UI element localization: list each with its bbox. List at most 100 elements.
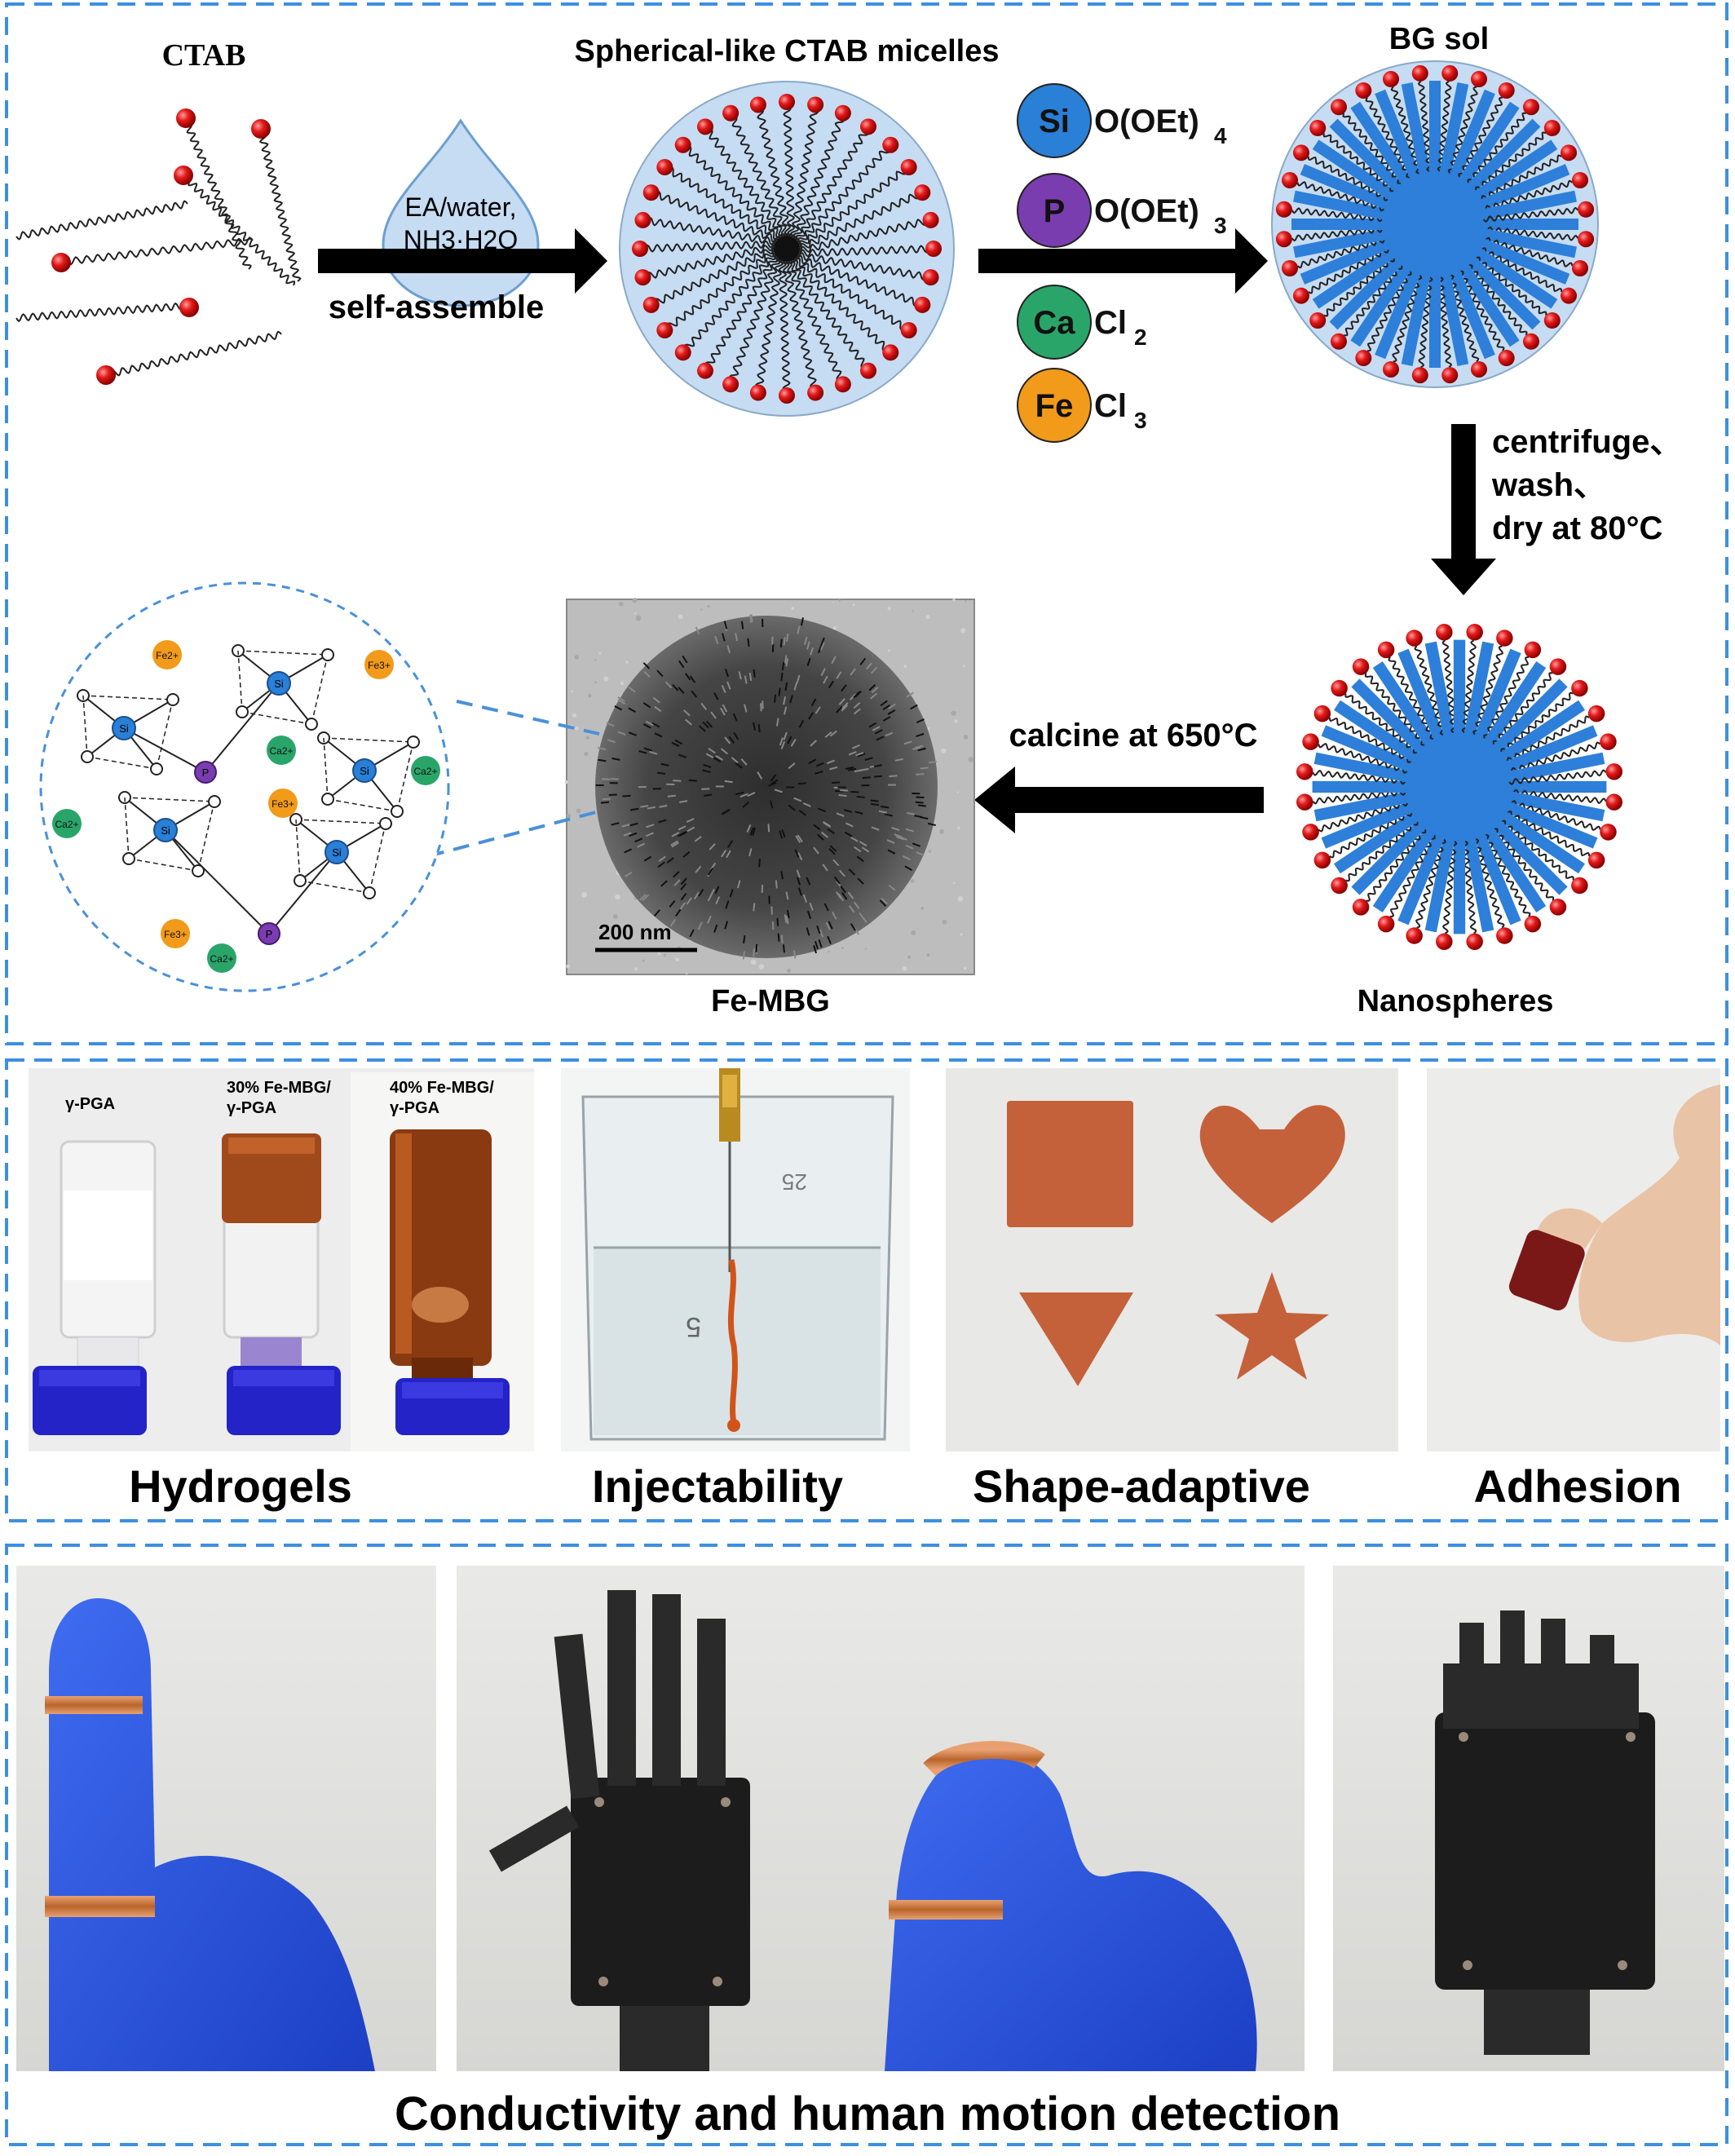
ctab-micelle (620, 82, 954, 416)
micelle-head (882, 137, 898, 153)
micelle-head (675, 137, 691, 153)
ctab-head (176, 108, 196, 128)
arrow-down (1431, 424, 1496, 595)
vial-label-40-l1: 40% Fe-MBG/ (390, 1079, 494, 1097)
micelle-head (697, 363, 713, 379)
micelle-head (835, 376, 851, 392)
micelle-head (807, 385, 823, 401)
injectability-photo: 5 25 (561, 1068, 910, 1451)
ctab-molecules (16, 108, 300, 385)
micelle-head (675, 344, 691, 360)
micelle-head (901, 322, 917, 338)
svg-text:Si: Si (360, 765, 369, 777)
femb-label: Fe-MBG (711, 984, 830, 1018)
vial-label-pga: γ-PGA (65, 1095, 115, 1113)
micelle-head (722, 105, 739, 121)
vial-label-30-l1: 30% Fe-MBG/ (227, 1079, 331, 1097)
vial-label-30-l2: γ-PGA (227, 1099, 276, 1117)
micelle-head (750, 385, 766, 401)
micelle-head (882, 344, 898, 360)
svg-text:P: P (266, 928, 273, 940)
micelle-head (923, 269, 939, 285)
micelle-head (697, 118, 713, 135)
caption-shape-adaptive: Shape-adaptive (973, 1460, 1310, 1512)
calcine-label: calcine at 650°C (1009, 718, 1257, 753)
micelle-head (835, 105, 851, 121)
micelle-head (634, 269, 651, 285)
solvent-drop: EA/water, NH3·H2O (383, 121, 538, 306)
caption-conductivity: Conductivity and human motion detection (395, 2088, 1340, 2141)
reagent-ca: Ca Cl 2 (1018, 285, 1147, 359)
vial-label-40-l2: γ-PGA (390, 1099, 439, 1117)
ctab-head (251, 119, 271, 139)
svg-text:P: P (202, 767, 210, 779)
micelle-head (632, 241, 648, 257)
svg-text:O(OEt): O(OEt) (1094, 193, 1199, 229)
ctab-head (179, 298, 199, 317)
self-assemble-label: self-assemble (329, 289, 545, 325)
caption-hydrogels: Hydrogels (129, 1460, 352, 1512)
ctab-label: CTAB (162, 38, 246, 73)
arrow-precursors (978, 228, 1268, 294)
svg-text:Fe2+: Fe2+ (156, 650, 179, 661)
micelle-head (860, 363, 876, 379)
svg-text:Fe: Fe (1035, 388, 1074, 424)
svg-text:Si: Si (1039, 104, 1070, 139)
robot-hand-open-photo (457, 1566, 876, 2071)
svg-text:O(OEt): O(OEt) (1094, 104, 1199, 139)
svg-text:Fe3+: Fe3+ (368, 660, 391, 671)
svg-text:2: 2 (1134, 325, 1147, 350)
svg-text:Cl: Cl (1094, 305, 1127, 341)
micelle-head (656, 322, 673, 338)
adhesion-photo (1427, 1068, 1720, 1451)
svg-text:Ca2+: Ca2+ (55, 819, 78, 830)
micelle-label: Spherical-like CTAB micelles (575, 34, 1000, 68)
micelle-head (807, 96, 823, 113)
svg-text:Fe3+: Fe3+ (164, 929, 187, 940)
svg-text:Si: Si (274, 678, 284, 690)
drop-text-1: EA/water, (405, 192, 517, 222)
process-line-3: dry at 80°C (1492, 510, 1662, 546)
micelle-head (722, 376, 739, 392)
svg-text:25: 25 (782, 1169, 807, 1195)
process-line-1: centrifuge、 (1492, 424, 1682, 460)
micelle-head (779, 387, 795, 404)
micelle-head (643, 297, 660, 313)
svg-text:Ca2+: Ca2+ (210, 953, 233, 965)
ctab-tail (183, 175, 294, 285)
ctab-head (51, 253, 71, 272)
bg-sol-sphere (1272, 61, 1598, 387)
reagent-si: Si O(OEt) 4 (1018, 84, 1227, 157)
finger-straight-photo (16, 1566, 436, 2071)
nanosphere (1296, 624, 1622, 950)
nanospheres-label: Nanospheres (1358, 984, 1554, 1018)
ctab-tail (106, 332, 281, 378)
caption-injectability: Injectability (592, 1460, 843, 1512)
hydrogel-vials-photo: γ-PGA 30% Fe-MBG/ γ-PGA 40% Fe-MBG/ γ-PG… (29, 1068, 534, 1451)
svg-text:Ca2+: Ca2+ (269, 745, 293, 757)
svg-text:Ca: Ca (1033, 305, 1075, 341)
svg-text:Si: Si (332, 846, 342, 859)
micelle-head (914, 297, 930, 313)
micelle-head (914, 184, 930, 201)
svg-text:Ca2+: Ca2+ (413, 766, 437, 777)
ctab-tail (16, 201, 188, 240)
shape-adaptive-photo (946, 1068, 1398, 1451)
svg-text:5: 5 (686, 1311, 701, 1342)
tem-image: 200 nm (565, 598, 974, 974)
svg-text:P: P (1044, 193, 1066, 229)
svg-text:Cl: Cl (1094, 388, 1127, 424)
vial-40-femb (390, 1129, 510, 1435)
ctab-tail (16, 303, 188, 321)
finger-bent-photo (840, 1566, 1305, 2071)
scale-bar-label: 200 nm (598, 920, 672, 944)
ctab-tail (57, 237, 253, 265)
svg-text:3: 3 (1214, 213, 1227, 238)
caption-adhesion: Adhesion (1473, 1460, 1681, 1512)
network-structure: SiSiSiSiSiPPFe2+Fe3+Ca2+Fe3+Ca2+Ca2+Fe3+… (41, 583, 448, 991)
ctab-head (174, 166, 193, 185)
micelle-head (750, 96, 766, 113)
svg-text:4: 4 (1214, 123, 1227, 148)
bgsol-label: BG sol (1389, 22, 1489, 56)
